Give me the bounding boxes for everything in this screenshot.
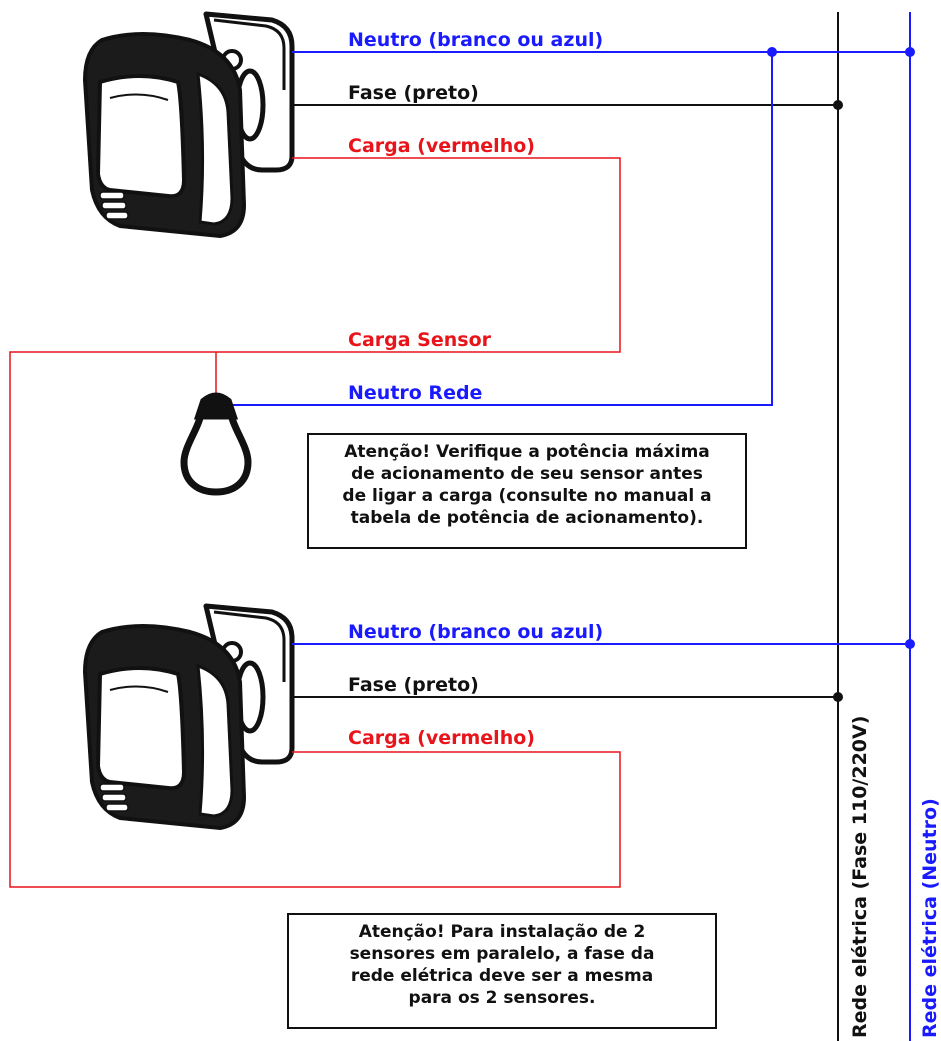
note-line: de acionamento de seu sensor antes — [351, 464, 703, 484]
note-line: para os 2 sensores. — [408, 988, 596, 1008]
junction-dot — [833, 692, 843, 702]
note-line: Atenção! Para instalação de 2 — [358, 922, 646, 942]
sensor-top — [85, 14, 292, 236]
lamp-load-label: Carga Sensor — [348, 329, 492, 351]
note-line: rede elétrica deve ser a mesma — [350, 966, 654, 986]
junction-dot — [767, 47, 777, 57]
note-power-warning: Atenção! Verifique a potência máxima de … — [307, 433, 747, 549]
mains-neutral-label: Rede elétrica (Neutro) — [919, 798, 941, 1038]
top-load-label: Carga (vermelho) — [348, 135, 535, 157]
lamp-bulb-icon — [180, 392, 252, 496]
top-load-wire — [9, 157, 621, 888]
top-neutral-label: Neutro (branco ou azul) — [348, 29, 603, 51]
lamp-neutral-wire — [232, 52, 773, 406]
junction-dot — [905, 47, 915, 57]
lamp-neutral-label: Neutro Rede — [348, 382, 482, 404]
mains-phase-label: Rede elétrica (Fase 110/220V) — [849, 716, 871, 1038]
note-line: de ligar a carga (consulte no manual a — [342, 486, 712, 506]
junction-dot — [905, 639, 915, 649]
note-line: tabela de potência de acionamento). — [350, 508, 704, 528]
note-line: sensores em paralelo, a fase da — [349, 944, 655, 964]
bottom-phase-label: Fase (preto) — [348, 674, 479, 696]
note-line: Atenção! Verifique a potência máxima — [344, 442, 710, 462]
junction-dot — [833, 100, 843, 110]
bottom-neutral-label: Neutro (branco ou azul) — [348, 621, 603, 643]
top-phase-label: Fase (preto) — [348, 82, 479, 104]
note-parallel-warning: Atenção! Para instalação de 2 sensores e… — [287, 913, 717, 1029]
bottom-load-label: Carga (vermelho) — [348, 727, 535, 749]
sensor-bottom — [85, 606, 292, 828]
